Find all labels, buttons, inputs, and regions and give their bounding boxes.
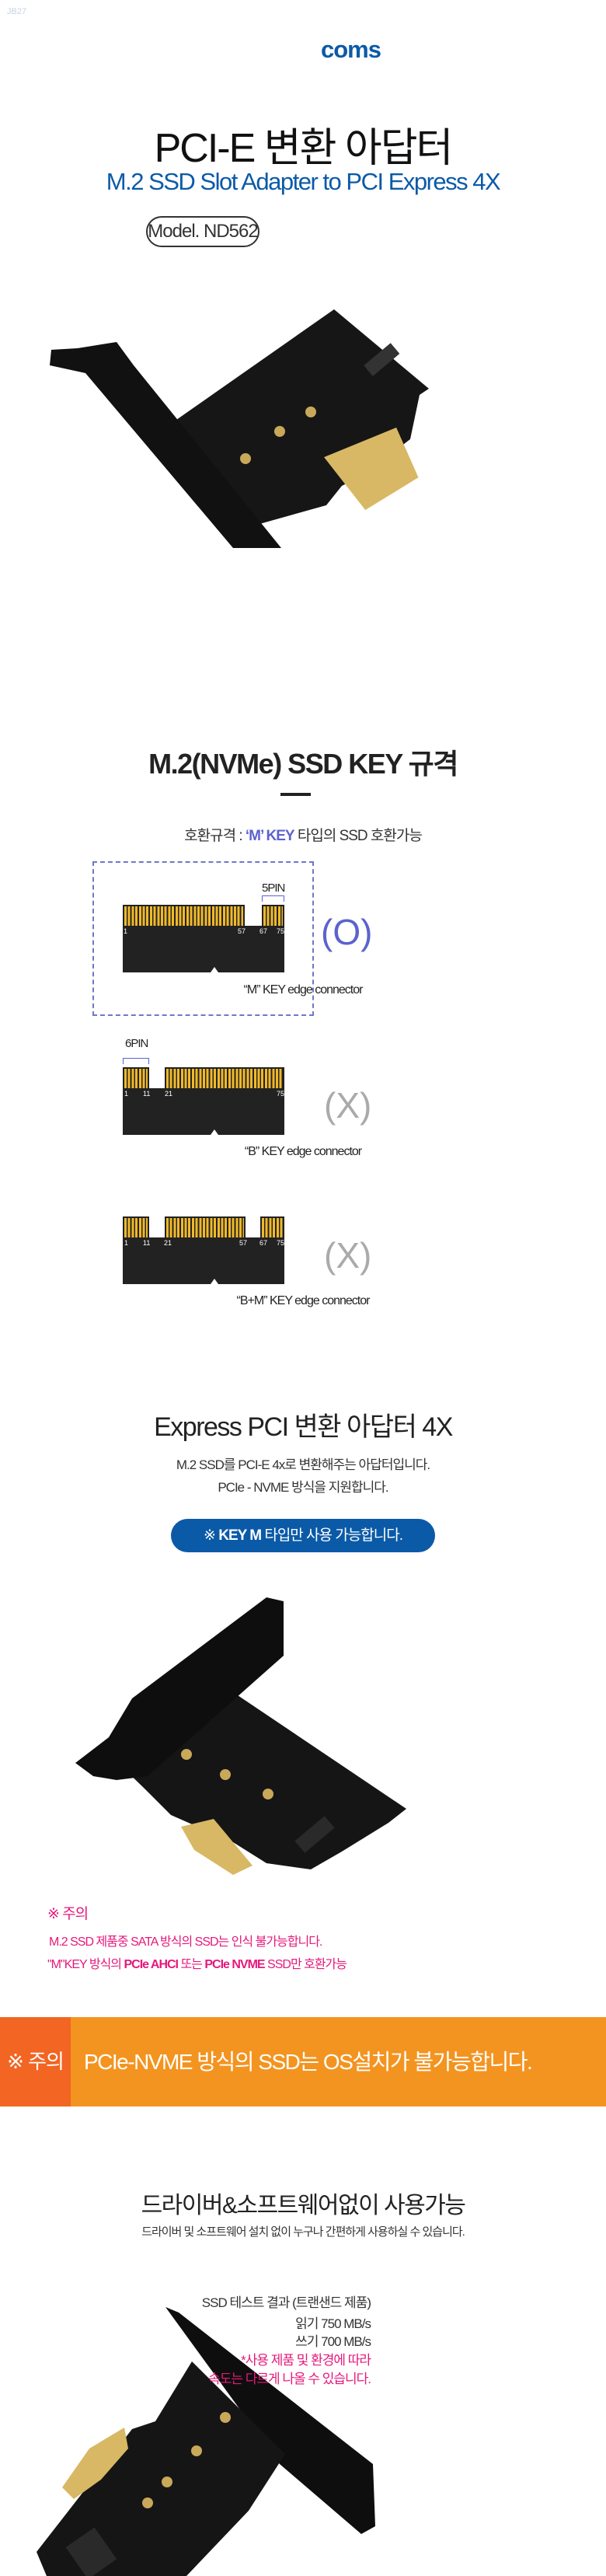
product-image-adapter-2	[75, 1597, 406, 1875]
badge-prefix: ※	[204, 1527, 219, 1544]
page-title: PCI-E 변환 아답터	[154, 126, 454, 171]
pin-label: 11	[143, 1239, 151, 1247]
pin-label: 1	[124, 1239, 129, 1247]
key-spec-title: M.2(NVMe) SSD KEY 규격	[148, 748, 458, 780]
badge-bold: KEY M	[218, 1527, 262, 1544]
m-key-highlight: ‘M’ KEY	[245, 828, 295, 844]
caution-line-2: "M"KEY 방식의 PCIe AHCI 또는 PCIe NVME SSD만 호…	[47, 1953, 347, 1972]
read-speed: 읽기 750 MB/s	[295, 2316, 371, 2331]
pin-label: 1	[124, 1090, 129, 1098]
page-subtitle: M.2 SSD Slot Adapter to PCI Express 4X	[106, 168, 501, 195]
title-divider	[280, 793, 311, 796]
product-code: JB27	[7, 7, 27, 16]
b-key-caption: “B” KEY edge connector	[244, 1145, 362, 1158]
gold-pins	[262, 905, 284, 926]
gold-pins	[165, 1216, 246, 1237]
b-key-connector: 1 11 21 75	[123, 1067, 284, 1135]
gold-pins	[123, 1067, 149, 1088]
coms-logo: coms	[321, 36, 381, 63]
caution-text: 또는	[178, 1958, 205, 1971]
connector-body	[123, 1237, 284, 1284]
write-speed: 쓰기 700 MB/s	[295, 2334, 371, 2349]
driver-free-desc: 드라이버 및 소프트웨어 설치 없이 누구나 간편하게 사용하실 수 있습니다.	[141, 2225, 465, 2239]
pin-group-bracket	[262, 895, 284, 902]
compatible-mark: (O)	[321, 912, 373, 952]
express-desc-1: M.2 SSD를 PCI-E 4x로 변환해주는 아답터입니다.	[176, 1457, 430, 1472]
model-badge: Model. ND562	[146, 216, 259, 247]
speed-note-2: 속도는 다르게 나올 수 있습니다.	[208, 2372, 371, 2386]
caution-line-1: M.2 SSD 제품중 SATA 방식의 SSD는 인식 불가능합니다.	[49, 1935, 322, 1949]
pin-label: 67	[259, 1239, 268, 1247]
sub-suffix: 타입의 SSD 호환가능	[294, 828, 423, 844]
pin-group-bracket	[123, 1058, 149, 1064]
pin-label: 67	[259, 927, 268, 935]
key-m-only-badge: ※ KEY M 타입만 사용 가능합니다.	[171, 1519, 435, 1552]
express-title: Express PCI 변환 아답터 4X	[154, 1412, 453, 1442]
driver-free-title: 드라이버&소프트웨어없이 사용가능	[141, 2193, 466, 2218]
ssd-test-title: SSD 테스트 결과 (트랜샌드 제품)	[201, 2295, 371, 2310]
gold-pins	[260, 1216, 284, 1237]
pin-label: 75	[277, 927, 285, 935]
pin-group-label: 6PIN	[125, 1037, 148, 1050]
gold-pins	[123, 1216, 149, 1237]
m-key-highlight-box	[92, 861, 314, 1016]
pin-label: 75	[277, 1090, 285, 1098]
pin-label: 57	[238, 927, 246, 935]
connector-body	[123, 926, 284, 972]
pin-label: 21	[164, 1239, 172, 1247]
gold-pins	[165, 1067, 284, 1088]
caution-text: "M"KEY 방식의	[47, 1958, 124, 1971]
pin-group-label: 5PIN	[262, 881, 285, 895]
pin-label: 75	[277, 1239, 285, 1247]
bm-key-connector: 1 11 21 57 67 75	[123, 1216, 284, 1284]
caution-nvme: PCIe NVME	[204, 1958, 265, 1971]
notch	[211, 1129, 218, 1135]
sub-prefix: 호환규격 :	[184, 828, 246, 844]
badge-suffix: 타입만 사용 가능합니다.	[261, 1527, 403, 1544]
m-key-caption: “M” KEY edge connector	[243, 983, 364, 997]
incompatible-mark: (X)	[324, 1235, 372, 1276]
speed-note-1: *사용 제품 및 환경에 따라	[241, 2353, 371, 2368]
pin-label: 11	[143, 1090, 151, 1098]
pin-label: 21	[165, 1090, 173, 1098]
gold-pins	[123, 905, 245, 926]
pin-label: 1	[124, 927, 128, 935]
caution-title: ※ 주의	[47, 1906, 89, 1922]
os-install-warning-banner: ※ 주의 PCIe-NVME 방식의 SSD는 OS설치가 불가능합니다.	[0, 2017, 606, 2107]
bm-key-caption: “B+M” KEY edge connector	[236, 1294, 371, 1307]
express-desc-2: PCIe - NVME 방식을 지원합니다.	[218, 1480, 388, 1495]
pin-label: 57	[239, 1239, 248, 1247]
product-image-adapter-3	[37, 2307, 375, 2576]
m-key-connector: 1 57 67 75	[123, 905, 284, 972]
incompatible-mark: (X)	[324, 1085, 372, 1126]
banner-text: PCIe-NVME 방식의 SSD는 OS설치가 불가능합니다.	[84, 2050, 533, 2074]
notch	[211, 1279, 218, 1284]
connector-body	[123, 1088, 284, 1135]
product-image-adapter-1	[50, 309, 429, 548]
banner-label: ※ 주의	[0, 2017, 71, 2107]
caution-text: SSD만 호환가능	[264, 1958, 347, 1971]
notch	[211, 967, 218, 972]
caution-ahci: PCIe AHCI	[124, 1958, 179, 1971]
key-spec-subtitle: 호환규격 : ‘M’ KEY 타입의 SSD 호환가능	[0, 824, 606, 845]
